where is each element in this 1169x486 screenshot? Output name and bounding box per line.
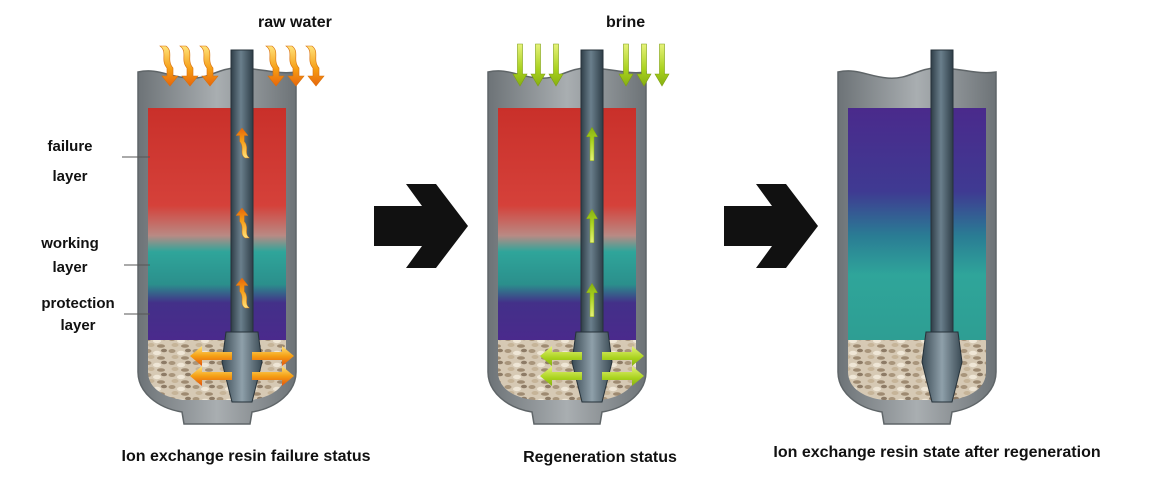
distributor-nozzle	[221, 331, 263, 403]
distributor-nozzle	[921, 331, 963, 403]
tank-regeneration-status	[487, 43, 670, 425]
resin-bed	[848, 108, 986, 340]
protection-layer-label: protection layer	[41, 295, 115, 334]
center-pipe	[930, 49, 954, 333]
gravel-bed	[848, 340, 986, 400]
layer-pointer-lines	[122, 156, 150, 315]
tank1-caption: Ion exchange resin failure status	[121, 448, 371, 465]
gravel-bed	[148, 340, 286, 400]
working-layer-label: working layer	[41, 235, 99, 276]
tank2-caption: Regeneration status	[523, 449, 677, 466]
resin-bed	[148, 108, 286, 340]
brine-label: brine	[606, 14, 646, 31]
distributor-nozzle	[571, 331, 613, 403]
raw-water-label: raw water	[258, 14, 332, 31]
gravel-bed	[498, 340, 636, 400]
gravel-flow-arrows	[540, 346, 644, 386]
tank3-caption: Ion exchange resin state after regenerat…	[773, 444, 1101, 461]
tank-after-regeneration	[837, 49, 997, 425]
chevron-right-icon	[374, 184, 468, 268]
chevron-right-icon	[724, 184, 818, 268]
resin-bed	[498, 108, 636, 340]
failure-layer-label: failure layer	[47, 138, 93, 185]
gravel-flow-arrows	[190, 346, 294, 386]
tank-failure-status	[137, 45, 325, 425]
